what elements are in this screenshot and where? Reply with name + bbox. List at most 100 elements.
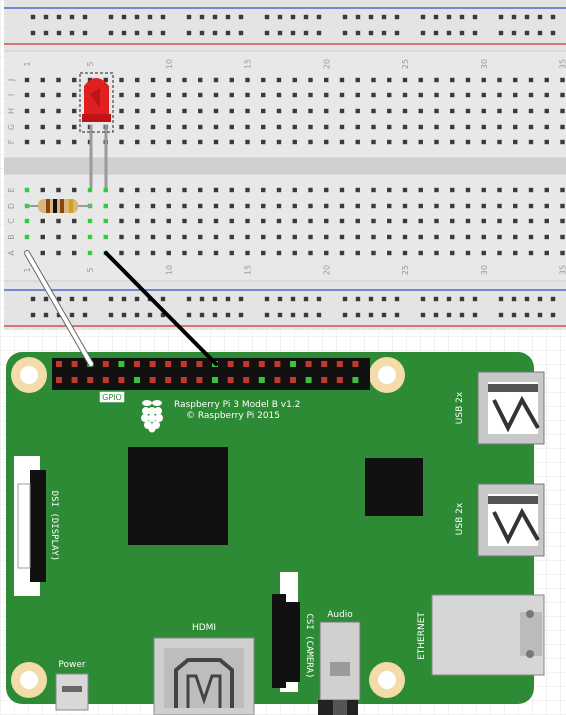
rail-hole bbox=[316, 312, 322, 318]
hole bbox=[292, 187, 297, 193]
hole bbox=[497, 124, 502, 130]
rail-hole bbox=[69, 296, 75, 302]
gpio-pin bbox=[165, 361, 172, 367]
rail-hole bbox=[342, 30, 348, 36]
rail-hole bbox=[225, 30, 231, 36]
hole bbox=[465, 250, 471, 256]
hole bbox=[150, 218, 156, 224]
rail-hole bbox=[368, 312, 374, 318]
hole bbox=[544, 108, 549, 114]
hole bbox=[497, 250, 502, 256]
hole bbox=[339, 187, 345, 193]
hole bbox=[324, 234, 329, 240]
rail-hole bbox=[199, 312, 205, 318]
hole bbox=[513, 234, 518, 240]
rail-hole bbox=[238, 312, 244, 318]
hole bbox=[339, 234, 345, 240]
hole bbox=[229, 187, 234, 193]
hole bbox=[513, 218, 518, 224]
rail-hole bbox=[160, 30, 166, 36]
hole bbox=[434, 108, 439, 114]
hole bbox=[418, 108, 423, 114]
usb-port-2 bbox=[477, 483, 545, 557]
gpio-pin bbox=[180, 361, 187, 367]
rail-hole bbox=[199, 296, 205, 302]
hole bbox=[528, 92, 534, 98]
hole bbox=[434, 218, 439, 224]
hole bbox=[418, 124, 423, 130]
hole bbox=[308, 250, 313, 256]
hole bbox=[119, 92, 124, 98]
hole bbox=[24, 139, 30, 145]
hole bbox=[150, 187, 156, 193]
hole bbox=[119, 108, 124, 114]
rail-hole bbox=[225, 312, 231, 318]
rail-hole bbox=[550, 296, 556, 302]
gpio-pin bbox=[274, 377, 281, 383]
hole bbox=[72, 108, 77, 114]
hole bbox=[182, 92, 187, 98]
hole bbox=[213, 92, 219, 98]
hole bbox=[166, 187, 171, 193]
column-number: 20 bbox=[322, 265, 331, 275]
rail-hole bbox=[160, 296, 166, 302]
hole bbox=[119, 234, 124, 240]
hole bbox=[528, 124, 534, 130]
hole bbox=[497, 234, 502, 240]
gpio-pin bbox=[227, 361, 234, 367]
hole bbox=[481, 203, 486, 209]
hole bbox=[308, 187, 313, 193]
rail-hole bbox=[524, 312, 530, 318]
hole bbox=[544, 187, 549, 193]
hole bbox=[135, 77, 140, 83]
hole bbox=[387, 77, 392, 83]
hole bbox=[339, 124, 345, 130]
hole bbox=[87, 218, 93, 224]
hole bbox=[182, 124, 187, 130]
rail-hole bbox=[472, 14, 478, 20]
rail-hole bbox=[290, 30, 296, 36]
dsi-label: DSI (DISPLAY) bbox=[49, 491, 59, 561]
hole bbox=[261, 250, 266, 256]
hole bbox=[371, 187, 376, 193]
hole bbox=[450, 203, 455, 209]
hole bbox=[528, 187, 534, 193]
rail-hole bbox=[56, 14, 62, 20]
hole bbox=[292, 124, 297, 130]
rail-hole bbox=[264, 30, 270, 36]
hole bbox=[40, 108, 45, 114]
gpio-pin bbox=[290, 377, 296, 383]
rail-hole bbox=[459, 296, 465, 302]
rail-hole bbox=[212, 30, 218, 36]
rail-hole bbox=[43, 296, 49, 302]
hole bbox=[418, 77, 423, 83]
hole bbox=[119, 250, 124, 256]
hole bbox=[481, 187, 486, 193]
hole bbox=[560, 187, 565, 193]
hole bbox=[87, 187, 93, 193]
rail-hole bbox=[147, 30, 153, 36]
hole bbox=[261, 124, 266, 130]
gpio-pin bbox=[71, 361, 78, 367]
hole bbox=[245, 218, 250, 224]
hole bbox=[135, 234, 140, 240]
rail-hole bbox=[381, 14, 387, 20]
rail-hole bbox=[316, 296, 322, 302]
rail-hole bbox=[446, 312, 452, 318]
hole bbox=[72, 124, 77, 130]
hole bbox=[119, 139, 124, 145]
hole bbox=[308, 139, 313, 145]
rail-hole bbox=[186, 312, 192, 318]
rail-hole bbox=[433, 312, 439, 318]
hole bbox=[355, 250, 360, 256]
rail-hole bbox=[433, 30, 439, 36]
rail-hole bbox=[82, 296, 88, 302]
rail-hole bbox=[108, 296, 114, 302]
rail-hole bbox=[69, 312, 75, 318]
hole bbox=[292, 108, 297, 114]
hole bbox=[481, 139, 486, 145]
hole bbox=[402, 77, 408, 83]
rail-hole bbox=[121, 296, 127, 302]
hole bbox=[544, 139, 549, 145]
